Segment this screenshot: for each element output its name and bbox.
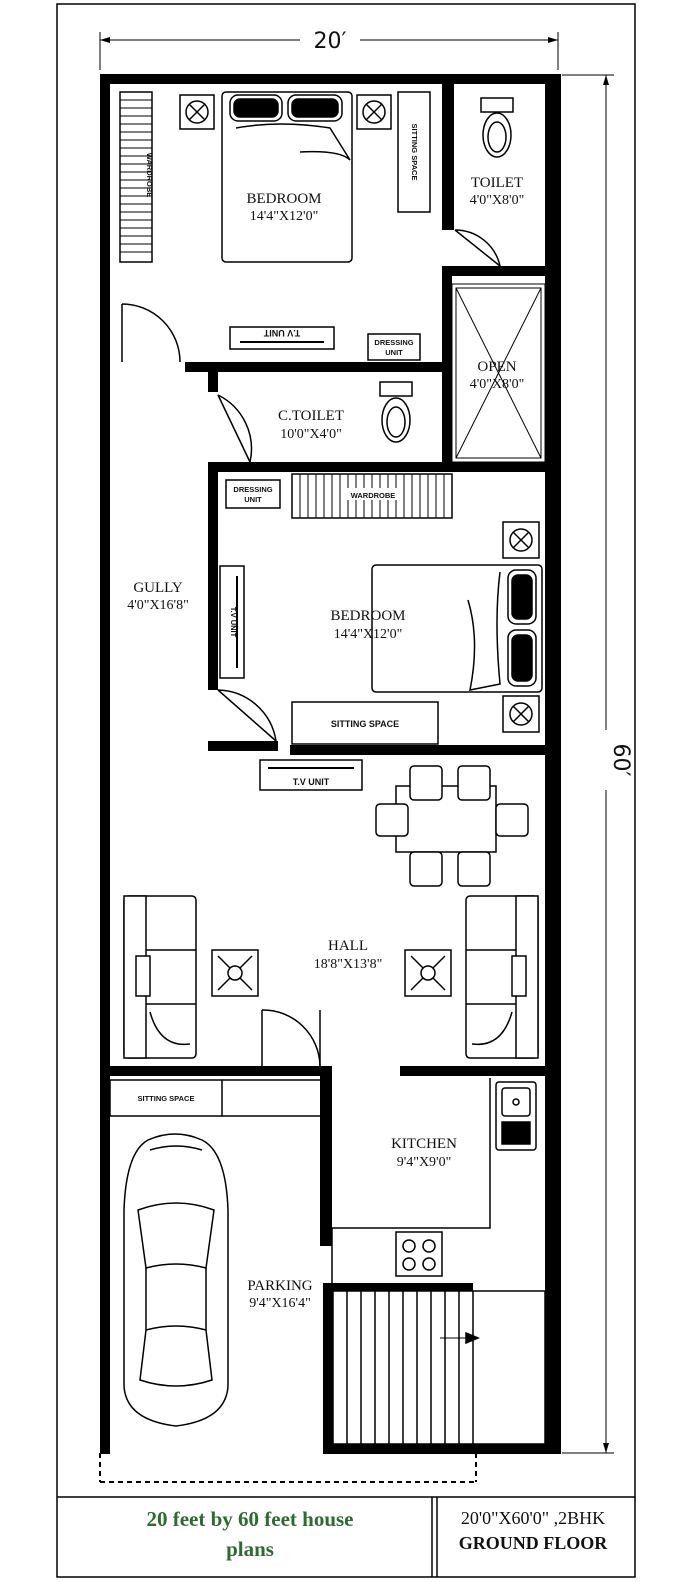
parking-size: 9'4"X16'4": [249, 1296, 311, 1311]
wardrobe-2: WARDROBE: [291, 473, 453, 519]
side-table-1b: [356, 94, 392, 130]
staircase: [332, 1290, 546, 1445]
coffee-table-left: [211, 949, 259, 997]
depth-dimension: 60′: [562, 74, 633, 1454]
dressing-unit-2-line1: DRESSING: [233, 485, 272, 494]
kitchen-name: KITCHEN: [391, 1136, 457, 1152]
side-table-2b: [502, 695, 540, 733]
dressing-unit-1-line1: DRESSING: [374, 338, 413, 347]
footer-spec-line1: 20'0"X60'0" ,2BHK: [461, 1508, 605, 1528]
bed-1: [221, 91, 353, 263]
bedroom-2-name: BEDROOM: [330, 608, 405, 624]
sitting-space-3: SITTING SPACE: [109, 1079, 320, 1117]
side-table-2a: [502, 521, 540, 559]
drawing-frame: [56, 3, 636, 1578]
kitchen-counter: [331, 1078, 491, 1283]
car: [123, 1133, 229, 1427]
footer-title-line2: plans: [226, 1537, 274, 1561]
kitchen-sink: [495, 1081, 537, 1151]
tv-unit-3-label: T.V UNIT: [293, 777, 330, 787]
open-area: [451, 283, 546, 463]
hall-name: HALL: [328, 938, 368, 954]
coffee-table-right: [404, 949, 452, 997]
footer-title-block: 20 feet by 60 feet house plans 20'0"X60'…: [57, 1496, 635, 1577]
gully-size: 4'0"X16'8": [127, 598, 189, 613]
sitting-space-1-label: SITTING SPACE: [410, 124, 419, 181]
tv-unit-1: T.V UNIT: [229, 326, 335, 350]
gully-name: GULLY: [133, 580, 182, 596]
outer-walls: [100, 74, 561, 1454]
tv-unit-1-label: T.V UNIT: [263, 328, 300, 338]
sitting-space-1: SITTING SPACE: [397, 91, 431, 213]
kitchen-stove: [395, 1231, 443, 1277]
footer-title-line1: 20 feet by 60 feet house: [146, 1507, 353, 1531]
wardrobe-1: WARDROBE: [119, 91, 154, 263]
wardrobe-1-label: WARDROBE: [145, 153, 154, 198]
tv-unit-2-label: T.V UNIT: [229, 607, 238, 638]
kitchen-size: 9'4"X9'0": [397, 1155, 452, 1170]
hall-size: 18'8"X13'8": [314, 957, 383, 972]
wc-2: [379, 381, 413, 443]
bed-2: [371, 564, 543, 693]
sitting-space-2-label: SITTING SPACE: [331, 719, 399, 729]
dressing-unit-1-line2: UNIT: [385, 348, 403, 357]
parking-name: PARKING: [247, 1278, 312, 1294]
dressing-unit-2-line2: UNIT: [244, 495, 262, 504]
open-name: OPEN: [477, 359, 516, 375]
side-table-1a: [179, 94, 215, 130]
dressing-unit-1: DRESSING UNIT: [367, 333, 421, 361]
footer-spec-line2: GROUND FLOOR: [459, 1533, 609, 1553]
bedroom-2-size: 14'4"X12'0": [334, 627, 403, 642]
toilet-size: 4'0"X8'0": [470, 193, 525, 208]
width-dimension-label: 20′: [314, 29, 347, 54]
door-swings: [121, 229, 501, 1067]
sofa-right: [465, 895, 539, 1059]
gate-line: [99, 1453, 477, 1483]
wc-1: [480, 97, 514, 158]
sitting-space-3-label: SITTING SPACE: [138, 1094, 195, 1103]
tv-unit-2: T.V UNIT: [219, 565, 245, 679]
ctoilet-name: C.TOILET: [278, 408, 344, 424]
wardrobe-2-label: WARDROBE: [351, 491, 396, 500]
sofa-left: [123, 895, 197, 1059]
sitting-space-2: SITTING SPACE: [291, 701, 439, 745]
depth-dimension-label: 60′: [608, 744, 633, 777]
toilet-name: TOILET: [471, 175, 523, 191]
width-dimension: 20′: [99, 29, 559, 70]
dining-set: [375, 765, 529, 887]
tv-unit-3: T.V UNIT: [259, 759, 363, 791]
ctoilet-size: 10'0"X4'0": [280, 427, 342, 442]
dressing-unit-2: DRESSING UNIT: [225, 479, 281, 509]
interior-walls: [110, 84, 545, 1454]
bedroom-1-name: BEDROOM: [246, 191, 321, 207]
bedroom-1-size: 14'4"X12'0": [250, 209, 319, 224]
open-size: 4'0"X8'0": [470, 377, 525, 392]
